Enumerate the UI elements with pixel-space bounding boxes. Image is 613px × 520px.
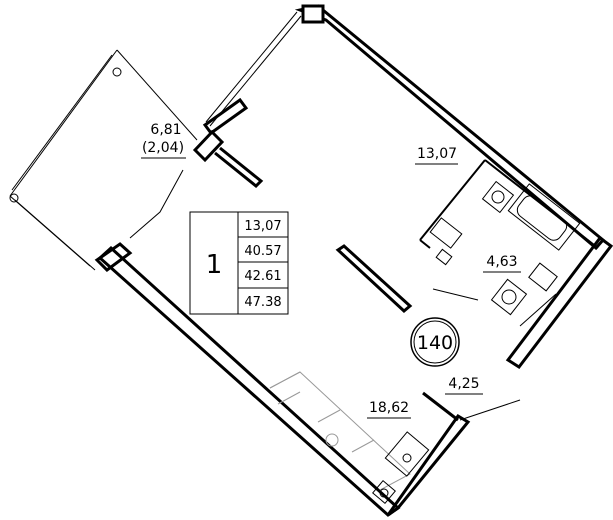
hall-area: 4,25 (448, 376, 479, 392)
legend-value: 42.61 (244, 269, 281, 284)
bathroom-area: 4,63 (486, 254, 517, 270)
legend-value: 13,07 (244, 219, 281, 234)
area-labels: 6,81 (2,04) 13,07 4,63 4,25 18,62 (141, 122, 521, 419)
rooms-count: 1 (206, 250, 223, 280)
apartment-number: 140 (417, 332, 453, 354)
legend-value: 47.38 (244, 295, 281, 310)
exterior-walls (94, 4, 613, 517)
interior-walls (129, 159, 599, 422)
kitchen-area: 18,62 (369, 400, 409, 416)
balcony-area: 6,81 (150, 122, 181, 138)
apartment-badge: 140 (410, 317, 460, 367)
legend-table: 1 13,07 40.57 42.61 47.38 (189, 211, 289, 315)
kitchen-fixtures (269, 371, 430, 504)
legend-value: 40.57 (244, 244, 281, 259)
bathroom-fixtures (429, 180, 581, 327)
balcony (9, 49, 198, 271)
balcony-area-reduced: (2,04) (142, 140, 184, 156)
living-area: 13,07 (417, 146, 457, 162)
window-glazing (205, 11, 302, 127)
